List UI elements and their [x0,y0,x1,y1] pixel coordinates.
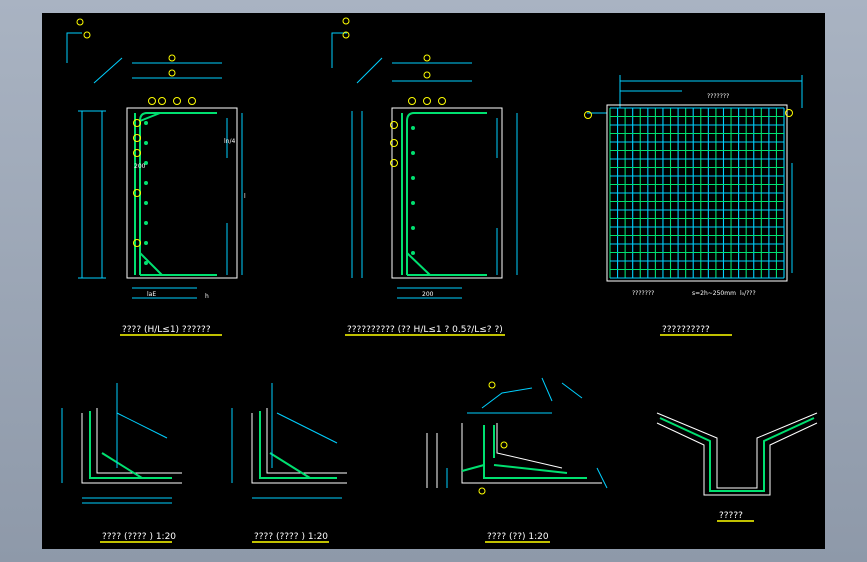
detail-1 [66,18,243,299]
detail-2 [331,17,518,299]
dim-200a: 200 [422,291,434,298]
title-detail-3: ?????????? [662,325,710,335]
detail-6 [426,377,608,495]
title-detail-1: ???? (H/L≤1) ?????? [122,325,211,335]
title-detail-7: ????? [719,511,743,521]
grid-bottom-note-b: s=2h~250mm [692,290,736,297]
title-group: ???? (H/L≤1) ?????? ?????????? (?? H/L≤1… [100,325,754,543]
grid-bottom-note-a: ??????? [632,290,654,297]
title-detail-6: ???? (??) 1:20 [487,532,549,542]
dim-la: laE [147,291,156,298]
detail-3 [584,75,803,282]
detail-5 [231,383,347,499]
grid-bottom-note-c: l₀/??? [740,290,756,297]
detail-4 [61,383,182,504]
title-detail-5: ???? (???? ) 1:20 [254,532,328,542]
detail-7 [656,412,818,496]
title-detail-4: ???? (???? ) 1:20 [102,532,176,542]
drawing-canvas[interactable]: ???? (H/L≤1) ?????? ?????????? (?? H/L≤1… [42,13,825,549]
cad-drawing[interactable]: ???? (H/L≤1) ?????? ?????????? (?? H/L≤1… [42,13,825,549]
dim-h: h [205,293,209,300]
dim-ln4: ln/4 [224,138,235,145]
dim-l: l [244,193,246,200]
title-detail-2: ?????????? (?? H/L≤1 ? 0.5?/L≤? ?) [347,325,503,335]
grid-top-note: ??????? [707,93,729,100]
dim-200: 200 [134,163,146,170]
